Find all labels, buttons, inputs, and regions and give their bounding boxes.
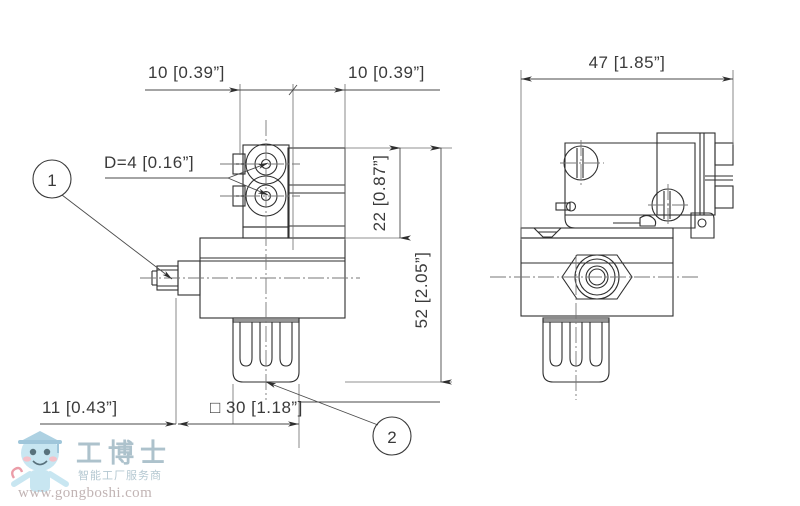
centerlines xyxy=(140,120,700,400)
watermark-url: www.gongboshi.com xyxy=(18,485,152,501)
balloon-1-circle[interactable] xyxy=(32,159,72,199)
dim-overall-width: 47 [1.85”] xyxy=(589,53,666,72)
watermark-brand-cn: 工博士 xyxy=(76,439,172,468)
balloon-1-label: 1 xyxy=(47,171,56,190)
watermark: 工博士 智能工厂服务商 www.gongboshi.com xyxy=(11,431,172,501)
dim-vertical-inner: 22 [0.87”] xyxy=(370,155,389,232)
dimension-lines xyxy=(40,76,733,427)
dim-bottom-square: □ 30 [1.18”] xyxy=(210,398,303,417)
side-view-geometry xyxy=(520,132,734,383)
watermark-tagline: 智能工厂服务商 xyxy=(78,468,162,482)
front-view-geometry xyxy=(151,143,346,383)
dim-port-diameter: D=4 [0.16”] xyxy=(104,153,194,172)
callout-balloons: 1 2 xyxy=(32,159,412,456)
extension-lines xyxy=(175,70,734,448)
dimension-labels: 10 [0.39”] 10 [0.39”] 47 [1.85”] 22 [0.8… xyxy=(42,53,665,417)
dim-top-left-b: 10 [0.39”] xyxy=(348,63,425,82)
dim-top-left-a: 10 [0.39”] xyxy=(148,63,225,82)
balloon-2-label: 2 xyxy=(387,428,396,447)
balloon-2-circle[interactable] xyxy=(372,416,412,456)
dim-bottom-left: 11 [0.43”] xyxy=(42,398,118,417)
dim-vertical-outer: 52 [2.05”] xyxy=(412,252,431,329)
